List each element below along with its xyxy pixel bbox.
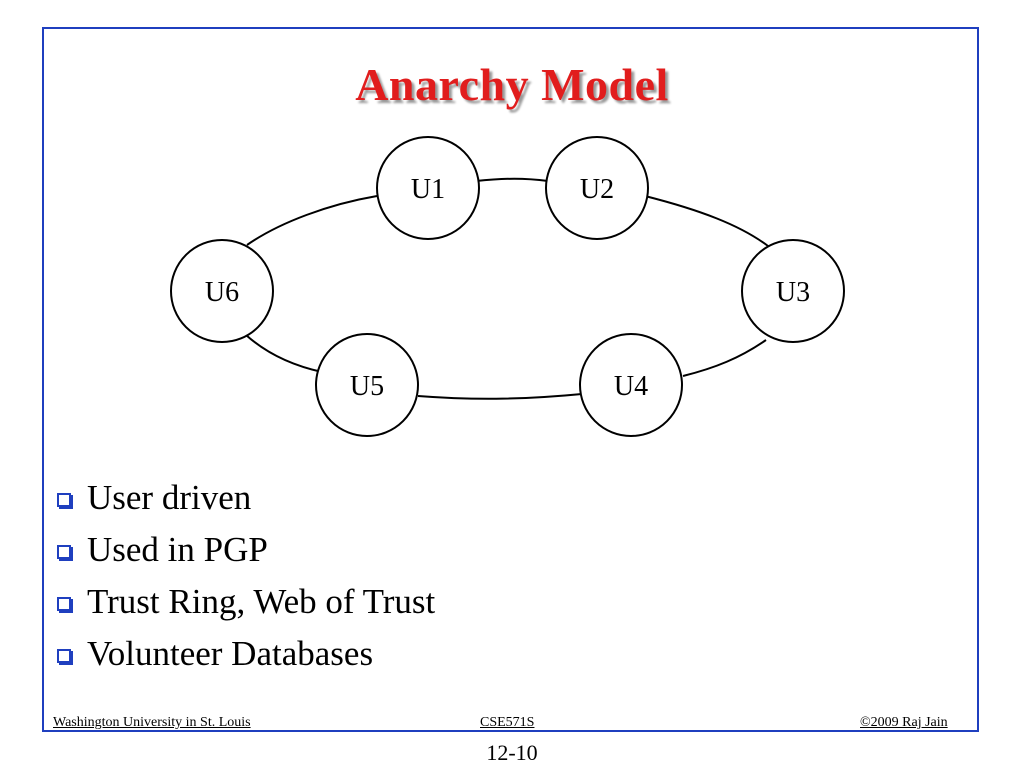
edge-u5-u6 <box>245 334 323 373</box>
edge-u3-u4 <box>682 339 767 377</box>
edge-u1-u2 <box>475 177 549 182</box>
square-bullet-icon <box>57 545 71 559</box>
svg-text:U1: U1 <box>411 174 445 205</box>
edge-u6-u1 <box>246 195 378 246</box>
svg-text:U4: U4 <box>614 371 648 402</box>
bullet-text: User driven <box>87 478 252 517</box>
node-u2: U2 <box>545 136 649 240</box>
square-bullet-icon <box>57 493 71 507</box>
bullet-list: User driven Used in PGP Trust Ring, Web … <box>57 472 435 680</box>
bullet-text: Trust Ring, Web of Trust <box>87 582 436 621</box>
square-bullet-icon <box>57 649 71 663</box>
bullet-item: Volunteer Databases <box>57 628 435 680</box>
page-number: 12-10 <box>486 740 538 765</box>
bullet-item: Trust Ring, Web of Trust <box>57 576 435 628</box>
edge-u2-u3 <box>644 195 769 247</box>
node-u3: U3 <box>741 239 845 343</box>
svg-text:U3: U3 <box>776 277 810 308</box>
svg-text:U5: U5 <box>350 371 384 402</box>
node-u6: U6 <box>170 239 274 343</box>
footer-institution: Washington University in St. Louis <box>53 715 251 730</box>
footer-course: CSE571S <box>480 715 535 730</box>
footer-copyright: ©2009 Raj Jain <box>860 715 948 730</box>
slide-title: Anarchy Model <box>355 59 669 110</box>
svg-text:U6: U6 <box>205 277 239 308</box>
node-u1: U1 <box>376 136 480 240</box>
bullet-text: Used in PGP <box>87 530 268 569</box>
node-u4: U4 <box>579 333 683 437</box>
bullet-item: User driven <box>57 472 435 524</box>
slide-frame <box>42 27 979 732</box>
edge-u4-u5 <box>417 393 583 400</box>
square-bullet-icon <box>57 597 71 611</box>
bullet-text: Volunteer Databases <box>87 634 374 673</box>
node-u5: U5 <box>315 333 419 437</box>
bullet-item: Used in PGP <box>57 524 435 576</box>
svg-text:U2: U2 <box>580 174 614 205</box>
